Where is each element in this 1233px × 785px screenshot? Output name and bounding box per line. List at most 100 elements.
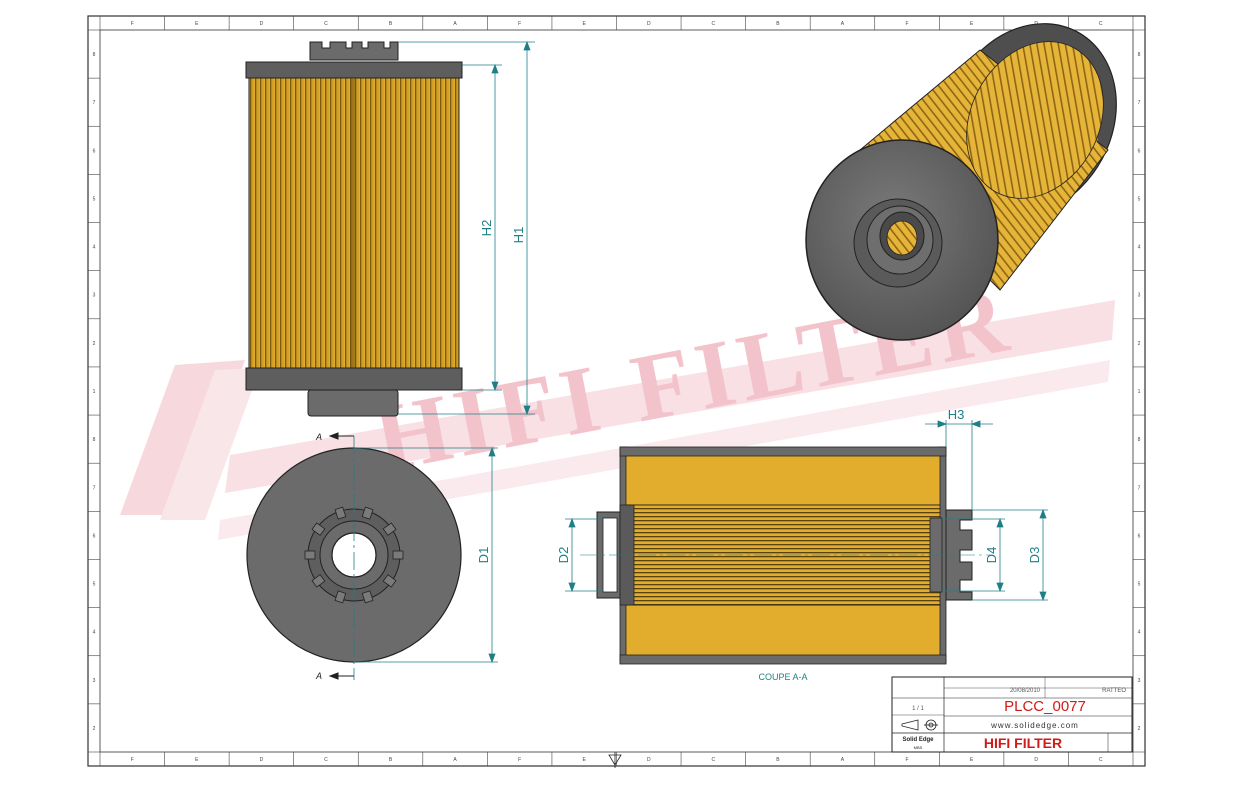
- title-part-number: PLCC_0077: [1004, 698, 1086, 715]
- dimension-h2: [462, 63, 502, 392]
- frame-zone-label: 7: [93, 100, 96, 106]
- title-date: 20/08/2010: [1010, 688, 1041, 694]
- frame-zone-label: F: [518, 21, 521, 27]
- section-media-upper: [625, 454, 941, 506]
- frame-zone-label: D: [647, 757, 651, 763]
- dimension-h3: [925, 420, 993, 510]
- section-media-lower: [625, 604, 941, 658]
- title-brand: HIFI FILTER: [984, 735, 1062, 751]
- frame-zone-label: 4: [1138, 245, 1141, 251]
- frame-zone-label: C: [324, 757, 328, 763]
- hub-lug: [304, 550, 316, 560]
- frame-zone-label: A: [453, 21, 457, 27]
- frame-zone-label: E: [583, 21, 587, 27]
- frame-zone-label: 6: [93, 533, 96, 539]
- frame-zone-label: 8: [1138, 437, 1141, 443]
- frame-zone-label: E: [970, 21, 974, 27]
- frame-zone-label: C: [1099, 21, 1103, 27]
- section-marker-bottom: A: [315, 671, 322, 681]
- dimension-d4: [942, 517, 1005, 593]
- dim-label-d3: D3: [1027, 547, 1042, 564]
- frame-zone-label: D: [647, 21, 651, 27]
- hub-lug: [334, 506, 347, 520]
- frame-zone-label: 7: [93, 485, 96, 491]
- bottom-spigot: [307, 389, 399, 417]
- hub-lug: [361, 590, 374, 604]
- dim-label-d2: D2: [556, 547, 571, 564]
- cad-sub: MBS: [914, 745, 923, 750]
- dimension-d1: [354, 446, 498, 664]
- frame-zone-label: A: [841, 757, 845, 763]
- frame-zone-label: B: [776, 757, 780, 763]
- dimension-d3: [972, 508, 1048, 602]
- section-label: COUPE A-A: [758, 672, 807, 682]
- frame-zone-label: 7: [1138, 485, 1141, 491]
- frame-zone-label: D: [1034, 757, 1038, 763]
- dim-label-d1: D1: [476, 547, 491, 564]
- frame-zone-label: 4: [1138, 630, 1141, 636]
- frame-zone-label: 3: [1138, 678, 1141, 684]
- isometric-spigot: [853, 198, 943, 288]
- title-website: www.solidedge.com: [990, 721, 1079, 730]
- frame-zone-label: 1: [93, 389, 96, 395]
- frame-zone-label: 3: [93, 678, 96, 684]
- frame-zone-label: B: [776, 21, 780, 27]
- isometric-view: [805, 23, 1117, 341]
- dim-label-h1: H1: [511, 227, 526, 244]
- frame-zone-label: E: [970, 757, 974, 763]
- hub-lug: [311, 522, 326, 536]
- frame-zone-label: 6: [1138, 533, 1141, 539]
- section-marker-top: A: [315, 432, 322, 442]
- frame-zone-label: F: [518, 757, 521, 763]
- frame-zone-label: A: [453, 757, 457, 763]
- section-view: D2 D4 D3 H3 COUPE A-A: [556, 407, 1048, 682]
- hub-lug: [392, 550, 404, 560]
- frame-zone-label: 4: [93, 245, 96, 251]
- frame-zone-label: 1: [1138, 389, 1141, 395]
- frame-zone-label: F: [131, 757, 134, 763]
- frame-zone-label: F: [131, 21, 134, 27]
- dimension-d2: [565, 517, 603, 593]
- frame-zone-label: E: [583, 757, 587, 763]
- frame-zone-label: C: [324, 21, 328, 27]
- frame-zone-label: F: [906, 757, 909, 763]
- frame-zone-label: 4: [93, 630, 96, 636]
- frame-zone-label: 5: [1138, 196, 1141, 202]
- dimension-h1: [398, 40, 535, 416]
- top-end-cap: [245, 61, 463, 79]
- hub-lug: [361, 506, 374, 520]
- frame-zone-label: 3: [1138, 293, 1141, 299]
- frame-zone-label: 2: [93, 341, 96, 347]
- bottom-end-cap: [245, 367, 463, 391]
- frame-zone-label: B: [389, 21, 393, 27]
- title-author: RATTEO: [1102, 688, 1126, 694]
- frame-zone-label: 8: [93, 437, 96, 443]
- frame-zone-label: B: [389, 757, 393, 763]
- frame-zone-label: D: [260, 757, 264, 763]
- frame-zone-label: E: [195, 21, 199, 27]
- frame-zone-label: E: [195, 757, 199, 763]
- projection-symbol-icon: [901, 719, 938, 731]
- frame-zone-label: 8: [93, 52, 96, 58]
- frame-zone-label: F: [906, 21, 909, 27]
- frame-zone-label: 5: [1138, 582, 1141, 588]
- frame-zone-label: C: [1099, 757, 1103, 763]
- end-view: A A D1: [246, 432, 498, 681]
- dim-label-h3: H3: [948, 407, 965, 422]
- hub-lug: [382, 522, 397, 536]
- cad-logo: Solid Edge: [902, 737, 934, 743]
- hub-lug: [311, 574, 326, 588]
- dim-label-h2: H2: [479, 220, 494, 237]
- top-notched-cap: [309, 41, 399, 61]
- frame-zone-label: 8: [1138, 52, 1141, 58]
- frame-zone-label: 2: [1138, 341, 1141, 347]
- frame-zone-label: 3: [93, 293, 96, 299]
- side-view: H1 H2: [245, 40, 535, 417]
- frame-zone-label: C: [712, 21, 716, 27]
- center-marker-icon: [608, 752, 622, 768]
- frame-zone-label: 5: [93, 582, 96, 588]
- frame-zone-label: C: [712, 757, 716, 763]
- frame-zone-label: 2: [93, 726, 96, 732]
- frame-zone-label: 5: [93, 196, 96, 202]
